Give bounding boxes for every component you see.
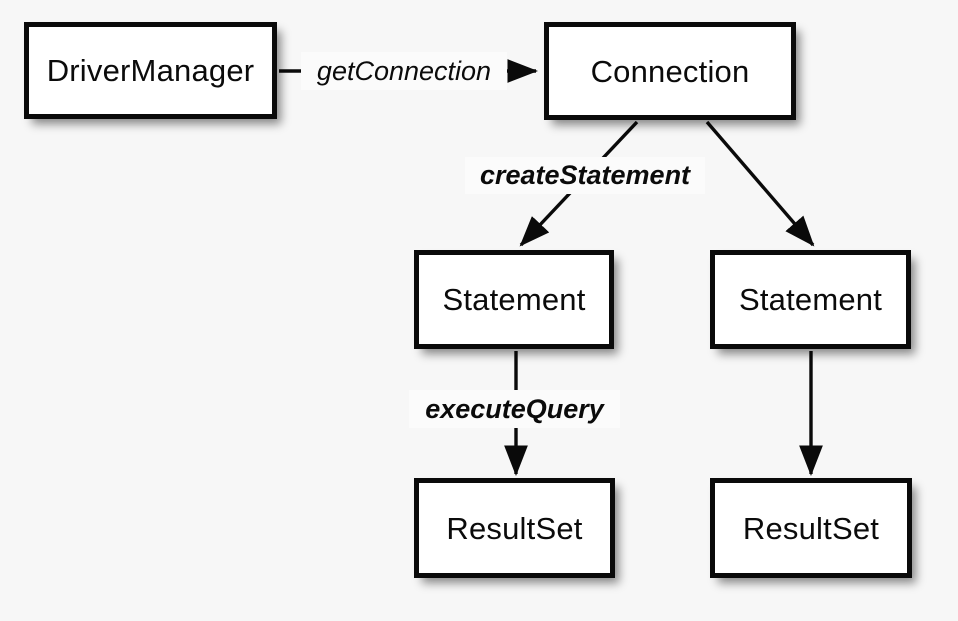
edge-label-get-connection-text: getConnection <box>316 55 492 86</box>
edge-label-create-statement: createStatement <box>465 157 705 194</box>
node-connection-label: Connection <box>590 53 750 89</box>
edge-label-execute-query-text: executeQuery <box>425 393 604 424</box>
edge-label-get-connection: getConnection <box>301 52 507 90</box>
node-resultset-right-label: ResultSet <box>742 510 880 546</box>
edge-label-execute-query: executeQuery <box>409 390 620 428</box>
node-statement-right-label: Statement <box>738 282 883 317</box>
node-connection[interactable]: Connection <box>544 22 796 120</box>
node-statement-right[interactable]: Statement <box>710 250 911 349</box>
node-statement-left[interactable]: Statement <box>414 250 614 349</box>
node-statement-left-label: Statement <box>442 282 586 317</box>
node-resultset-right[interactable]: ResultSet <box>710 478 912 578</box>
node-driver-manager[interactable]: DriverManager <box>24 22 277 119</box>
node-resultset-left[interactable]: ResultSet <box>414 478 615 578</box>
edge-label-create-statement-text: createStatement <box>479 160 691 190</box>
edge-connection-to-statement-right <box>705 120 815 247</box>
node-resultset-left-label: ResultSet <box>446 510 583 546</box>
node-driver-manager-label: DriverManager <box>46 53 255 88</box>
